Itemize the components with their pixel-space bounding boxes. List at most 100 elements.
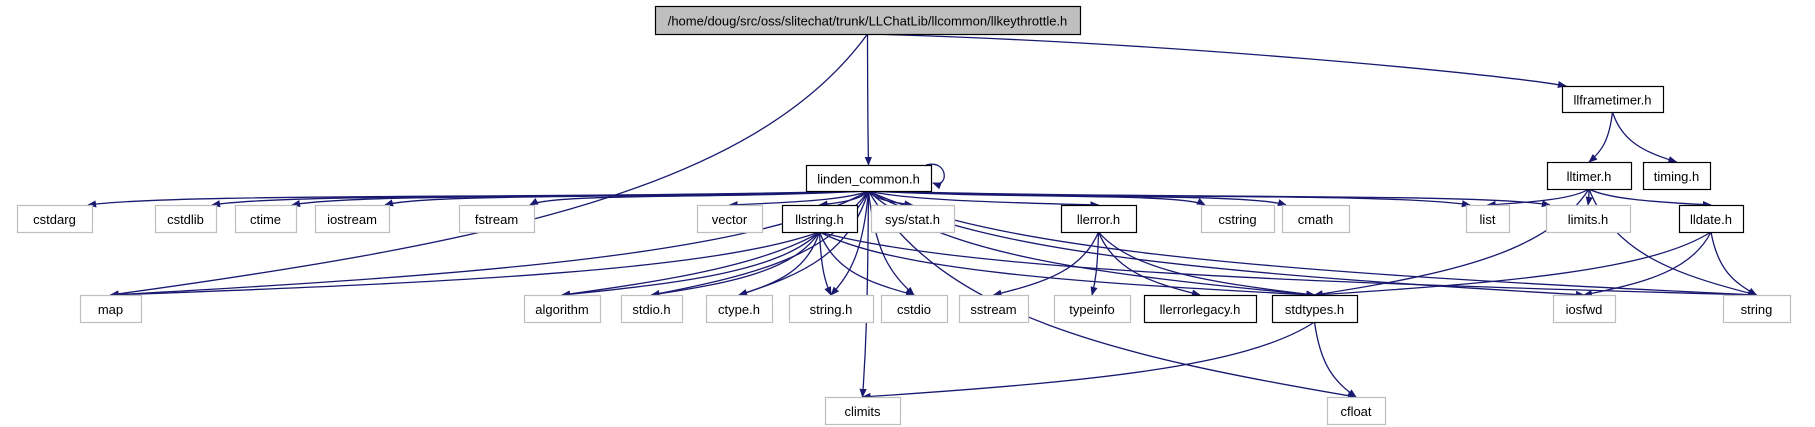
node-llframetimer[interactable]: llframetimer.h [1561,85,1665,114]
edge-llstring-to-ctype [738,231,821,297]
edge-lldate-to-string [1710,231,1758,296]
edge-linden_common-to-climits [859,190,870,398]
node-label: lldate.h [1690,212,1732,227]
node-box [696,204,764,234]
edge-lltimer-to-limits [1585,188,1593,206]
edge-stdtypes-to-climits [861,321,1315,401]
edge-llstring-to-stdio [650,231,821,298]
edge-llstring-to-stdtypes [819,231,1316,299]
node-box [705,294,774,324]
node-box [1326,396,1387,426]
node-typeinfo[interactable]: typeinfo [1053,294,1132,324]
node-label: cstdarg [33,212,76,227]
node-label: sys/stat.h [885,212,940,227]
node-label: cstdio [897,302,931,317]
node-label: list [1480,212,1496,227]
node-box [1200,204,1276,234]
node-lltimer[interactable]: lltimer.h [1546,161,1633,191]
node-box [79,294,143,324]
node-iostream[interactable]: iostream [314,204,391,234]
node-sstream[interactable]: sstream [958,294,1030,324]
edge-llstring-to-map [109,231,820,299]
node-label: stdtypes.h [1285,302,1344,317]
node-root[interactable]: /home/doug/src/oss/slitechat/trunk/LLCha… [654,5,1082,36]
node-label: iostream [327,212,377,227]
node-cstdarg[interactable]: cstdarg [16,204,94,234]
node-box [1053,294,1132,324]
edge-linden_common-to-linden_common [925,163,945,190]
edge-linden_common-to-fstream [529,190,869,206]
node-vector[interactable]: vector [696,204,764,234]
edge-lldate-to-stdtypes [1313,231,1712,299]
node-box [1642,161,1712,191]
node-string[interactable]: string [1722,294,1792,324]
edge-root-to-linden_common [864,33,872,166]
node-stringh[interactable]: string.h [788,294,875,324]
node-label: climits [844,404,881,419]
node-box [1561,85,1665,114]
node-box [1552,294,1617,324]
edge-lltimer-to-list [1486,188,1590,209]
edge-linden_common-to-llerror [868,190,1100,209]
node-box [234,204,298,234]
node-label: string [1741,302,1773,317]
edge-root-to-map [109,33,869,298]
node-climits[interactable]: climits [824,396,902,426]
node-label: lltimer.h [1567,169,1612,184]
edge-llerror-to-typeinfo [1090,231,1100,296]
node-label: stdio.h [632,302,670,317]
node-stdio[interactable]: stdio.h [620,294,684,324]
node-cfloat[interactable]: cfloat [1326,396,1387,426]
node-box [1678,204,1745,234]
edge-llstring-to-stringh [818,231,832,296]
edge-llerror-to-sstream [992,231,1100,297]
node-box [805,164,933,193]
node-cstdlib[interactable]: cstdlib [154,204,218,234]
node-label: ctime [250,212,281,227]
node-label: llerrorlegacy.h [1160,302,1241,317]
node-llstring[interactable]: llstring.h [781,204,859,234]
edge-llframetimer-to-timing [1611,111,1678,164]
node-llerror[interactable]: llerror.h [1060,204,1138,234]
node-linden_common[interactable]: linden_common.h [805,164,933,193]
edge-llerror-to-stdtypes [1098,231,1316,298]
node-box [958,294,1030,324]
edge-root-to-llframetimer [867,33,1567,89]
node-label: algorithm [535,302,588,317]
node-cstdio[interactable]: cstdio [880,294,949,324]
node-cstring[interactable]: cstring [1200,204,1276,234]
node-fstream[interactable]: fstream [458,204,536,234]
node-box [1281,204,1351,234]
node-box [1143,294,1258,324]
node-map[interactable]: map [79,294,143,324]
node-box [314,204,391,234]
node-limits[interactable]: limits.h [1545,204,1632,234]
node-llerrorlegacy[interactable]: llerrorlegacy.h [1143,294,1258,324]
node-box [654,5,1082,36]
node-ctime[interactable]: ctime [234,204,298,234]
node-list[interactable]: list [1465,204,1511,234]
node-lldate[interactable]: lldate.h [1678,204,1745,234]
node-algorithm[interactable]: algorithm [523,294,602,324]
node-box [458,204,536,234]
node-box [1271,294,1359,324]
node-iosfwd[interactable]: iosfwd [1552,294,1617,324]
edge-lldate-to-iosfwd [1583,231,1712,297]
node-box [880,294,949,324]
node-cmath[interactable]: cmath [1281,204,1351,234]
node-label: fstream [475,212,518,227]
node-ctype[interactable]: ctype.h [705,294,774,324]
node-label: linden_common.h [817,172,920,187]
node-box [1722,294,1792,324]
node-stdtypes[interactable]: stdtypes.h [1271,294,1359,324]
node-timing[interactable]: timing.h [1642,161,1712,191]
node-sysstat[interactable]: sys/stat.h [870,204,956,234]
node-label: cstring [1218,212,1256,227]
edge-llstring-to-algorithm [561,231,820,298]
edges [87,33,1758,401]
node-label: string.h [810,302,853,317]
node-label: cmath [1298,212,1333,227]
node-box [154,204,218,234]
node-label: llstring.h [795,212,843,227]
